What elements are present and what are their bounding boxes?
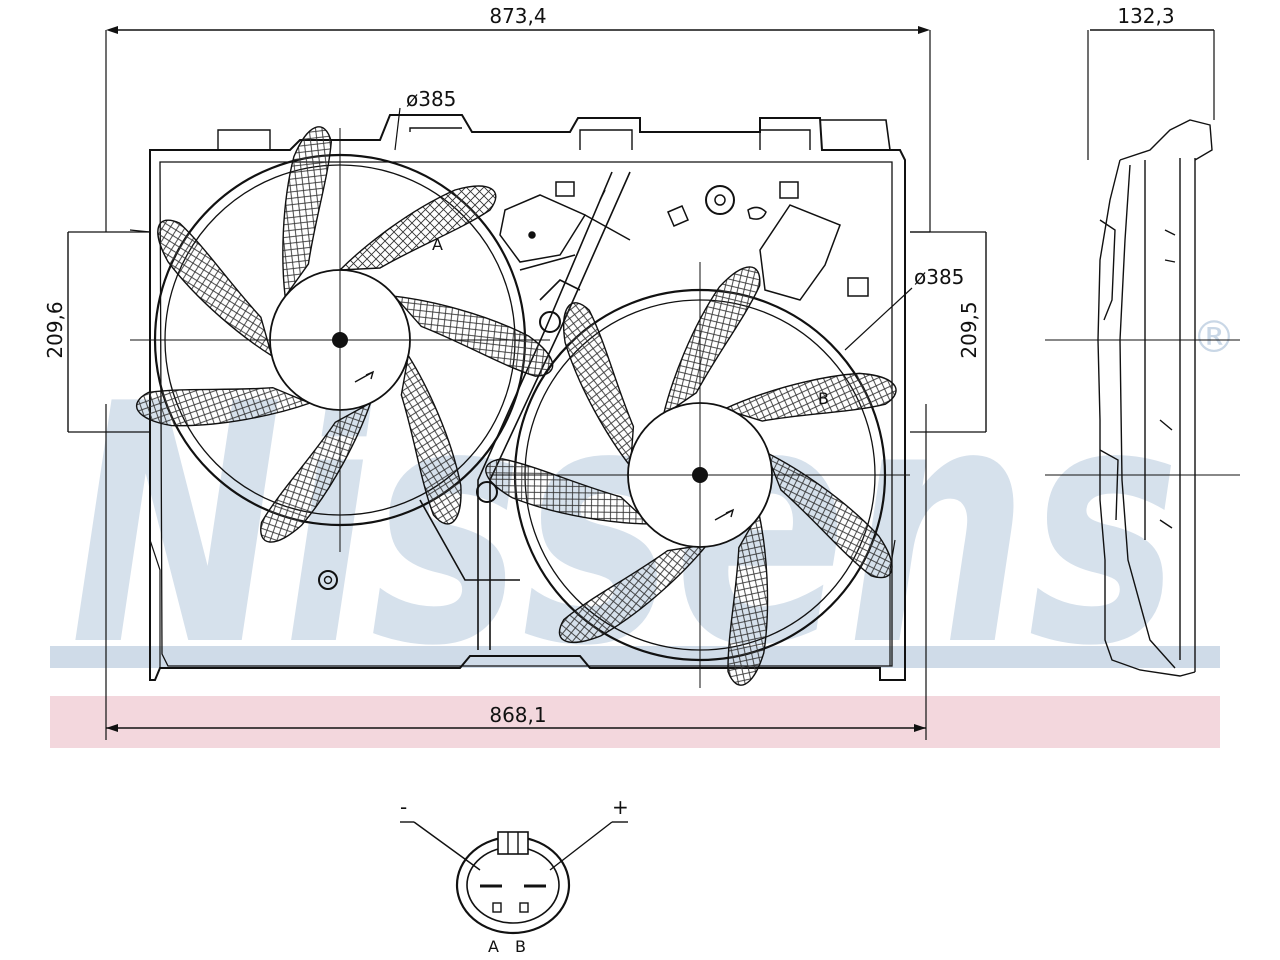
connector-minus-label: - xyxy=(400,795,407,819)
fan-b-label: B xyxy=(818,389,829,408)
fan-a: A ø385 xyxy=(130,87,559,552)
mounting-hole xyxy=(318,570,338,590)
center-strut xyxy=(419,171,631,650)
connector-pin-a-label: A xyxy=(488,937,499,956)
dimension-top-width: 873,4 xyxy=(105,4,931,232)
mounting-hole-inner xyxy=(323,575,333,585)
dimension-left-offset-label: 209,6 xyxy=(43,301,67,358)
dimension-right-offset-label: 209,5 xyxy=(957,301,981,358)
dimension-left-offset: 209,6 xyxy=(43,231,150,433)
relay-block xyxy=(667,181,869,301)
side-view xyxy=(1097,119,1213,677)
fan-b-diameter-label: ø385 xyxy=(914,265,964,289)
watermark-pink-band xyxy=(50,696,1220,748)
fan-shroud xyxy=(129,114,930,681)
fan-a-diameter-label: ø385 xyxy=(406,87,456,111)
dimension-right-offset: 209,5 xyxy=(910,231,987,433)
dimension-top-width-label: 873,4 xyxy=(489,4,546,28)
connector-plus-label: + xyxy=(612,795,629,819)
fan-a-label: A xyxy=(432,235,443,254)
watermark-registered-mark: ® xyxy=(1192,312,1236,363)
connector-detail: - + A B xyxy=(400,795,629,956)
dimension-bottom-width: 868,1 xyxy=(105,404,927,740)
connector-pin-b-label: B xyxy=(515,937,526,956)
dimension-depth: 132,3 xyxy=(1087,4,1215,160)
dimension-bottom-width-label: 868,1 xyxy=(489,703,546,727)
fan-b: B ø385 xyxy=(480,261,964,691)
resistor-module xyxy=(499,181,631,263)
watermark-blue-band xyxy=(50,646,1220,668)
dimension-depth-label: 132,3 xyxy=(1117,4,1174,28)
